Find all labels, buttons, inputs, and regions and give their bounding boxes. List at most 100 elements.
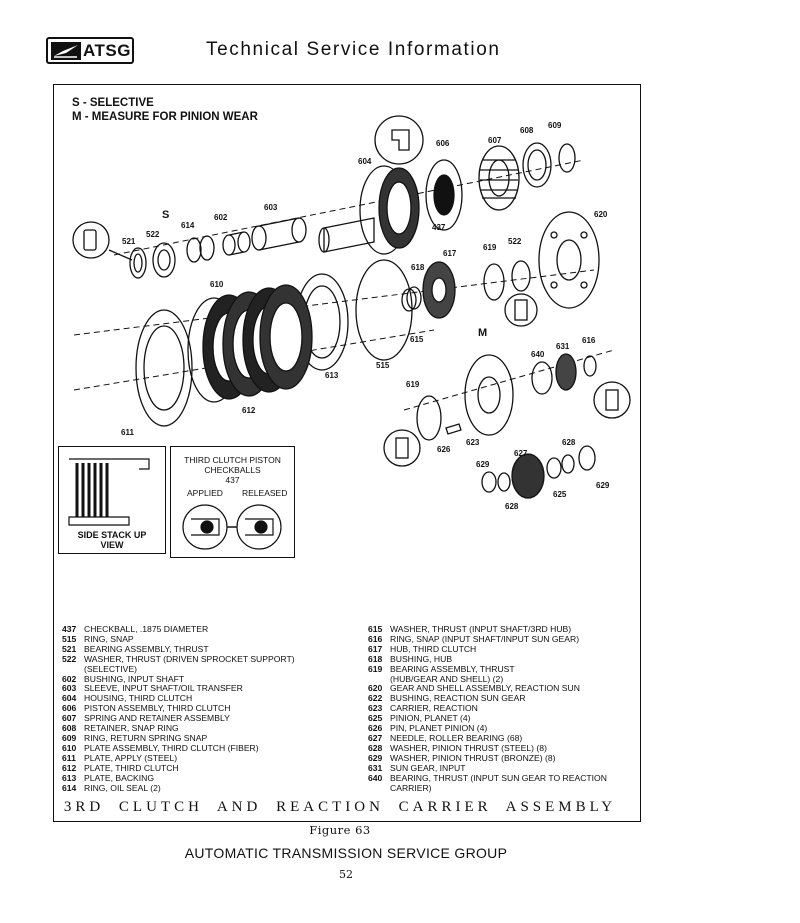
part-number: 622	[368, 693, 383, 704]
part-description: GEAR AND SHELL ASSEMBLY, REACTION SUN	[390, 683, 580, 694]
callout-613: 613	[325, 371, 339, 380]
side-stack-up-label: SIDE STACK UP VIEW	[77, 530, 147, 550]
part-521-bearing	[72, 221, 147, 279]
part-522-washer	[152, 242, 176, 278]
callout-616: 616	[582, 336, 596, 345]
part-607-spring-assembly	[478, 145, 520, 211]
side-stack-up-inset: SIDE STACK UP VIEW	[58, 446, 166, 554]
part-entry: 613 PLATE, BACKING	[62, 772, 362, 784]
part-number: 626	[368, 723, 383, 734]
part-description: CARRIER, REACTION	[390, 703, 478, 714]
callout-617: 617	[443, 249, 457, 258]
part-number: 628	[368, 742, 383, 753]
callout-515: 515	[376, 361, 390, 370]
callout-selective-mark: S	[162, 209, 169, 221]
part-617-hub	[406, 260, 538, 327]
checkball-inset-title: THIRD CLUTCH PISTON CHECKBALLS 437	[184, 455, 281, 485]
part-description: RING, SNAP (INPUT SHAFT/INPUT SUN GEAR)	[390, 633, 580, 644]
callout-614: 614	[181, 221, 195, 230]
part-description: WASHER, THRUST (DRIVEN SPROCKET SUPPORT)…	[84, 653, 295, 674]
part-number: 437	[62, 624, 77, 634]
figure-label: Figure 63	[309, 823, 371, 837]
part-description: CHECKBALL, .1875 DIAMETER	[84, 624, 209, 634]
callout-640: 640	[531, 350, 545, 359]
callout-measure-mark: M	[478, 327, 487, 339]
callout-629-left: 629	[476, 460, 490, 469]
part-description: RING, OIL SEAL (2)	[84, 782, 161, 793]
part-description: HUB, THIRD CLUTCH	[390, 643, 477, 654]
part-number: 608	[62, 723, 77, 734]
part-606-piston	[374, 115, 463, 231]
callout-623: 623	[466, 438, 480, 447]
part-description: PIN, PLANET PINION (4)	[390, 723, 488, 734]
callout-521: 521	[122, 237, 136, 246]
part-description: BEARING ASSEMBLY, THRUST (HUB/GEAR AND S…	[390, 663, 515, 684]
part-description: PLATE, BACKING	[84, 772, 155, 783]
part-620-gear-shell	[538, 211, 600, 309]
part-625-pinion-detail	[481, 445, 596, 499]
part-description: HOUSING, THIRD CLUTCH	[84, 693, 193, 704]
callout-619-top: 619	[483, 243, 497, 252]
part-description: WASHER, PINION THRUST (STEEL) (8)	[390, 742, 547, 753]
part-description: NEEDLE, ROLLER BEARING (68)	[390, 732, 523, 743]
checkball-drawing	[182, 504, 282, 550]
part-number: 623	[368, 703, 383, 714]
part-description: SLEEVE, INPUT SHAFT/OIL TRANSFER	[84, 683, 243, 694]
part-description: PLATE, APPLY (STEEL)	[84, 752, 178, 763]
checkball-applied-label: APPLIED	[187, 488, 223, 498]
part-611-apply-plate	[135, 309, 193, 427]
checkball-inset: THIRD CLUTCH PISTON CHECKBALLS 437 APPLI…	[170, 446, 295, 558]
part-614-oil-seal-rings	[186, 235, 215, 263]
part-number: 613	[62, 772, 77, 783]
part-610-612-clutch-pack	[187, 284, 313, 403]
part-entry: 620 GEAR AND SHELL ASSEMBLY, REACTION SUN	[368, 684, 634, 694]
part-number: 617	[368, 643, 383, 654]
callout-625: 625	[553, 490, 567, 499]
legend-selective: S - SELECTIVE	[72, 97, 154, 109]
callout-603: 603	[264, 203, 278, 212]
part-entry: 617 HUB, THIRD CLUTCH	[368, 643, 634, 655]
callout-631: 631	[556, 342, 570, 351]
part-number: 614	[62, 782, 77, 793]
part-description: PISTON ASSEMBLY, THIRD CLUTCH	[84, 703, 231, 714]
callout-522-left: 522	[146, 230, 160, 239]
exploded-view-diagram: 437 515 521 522 522 602 603 604 606 607 …	[72, 115, 631, 511]
part-description: SPRING AND RETAINER ASSEMBLY	[84, 713, 230, 724]
part-description: BEARING, THRUST (INPUT SUN GEAR TO REACT…	[390, 772, 607, 793]
part-description: PLATE, THIRD CLUTCH	[84, 762, 179, 773]
part-description: BUSHING, INPUT SHAFT	[84, 673, 185, 684]
part-number: 603	[62, 683, 77, 694]
callout-627: 627	[514, 449, 528, 458]
callout-609: 609	[548, 121, 562, 130]
part-623-reaction-carrier	[383, 353, 631, 467]
part-entry: 603 SLEEVE, INPUT SHAFT/OIL TRANSFER	[62, 684, 362, 694]
part-number: 625	[368, 713, 383, 724]
part-number: 611	[62, 752, 76, 763]
footer-title: AUTOMATIC TRANSMISSION SERVICE GROUP	[184, 845, 508, 861]
callout-615: 615	[410, 335, 424, 344]
part-number: 615	[368, 624, 383, 634]
part-number: 620	[368, 683, 383, 694]
callout-626: 626	[437, 445, 451, 454]
part-description: WASHER, PINION THRUST (BRONZE) (8)	[390, 752, 556, 763]
callout-606: 606	[436, 139, 450, 148]
part-description: BEARING ASSEMBLY, THRUST	[84, 643, 209, 654]
part-entry: 623 CARRIER, REACTION	[368, 703, 634, 714]
callout-522-right: 522	[508, 237, 522, 246]
part-entry: 626 PIN, PLANET PINION (4)	[368, 723, 634, 734]
part-description: SUN GEAR, INPUT	[390, 762, 466, 773]
